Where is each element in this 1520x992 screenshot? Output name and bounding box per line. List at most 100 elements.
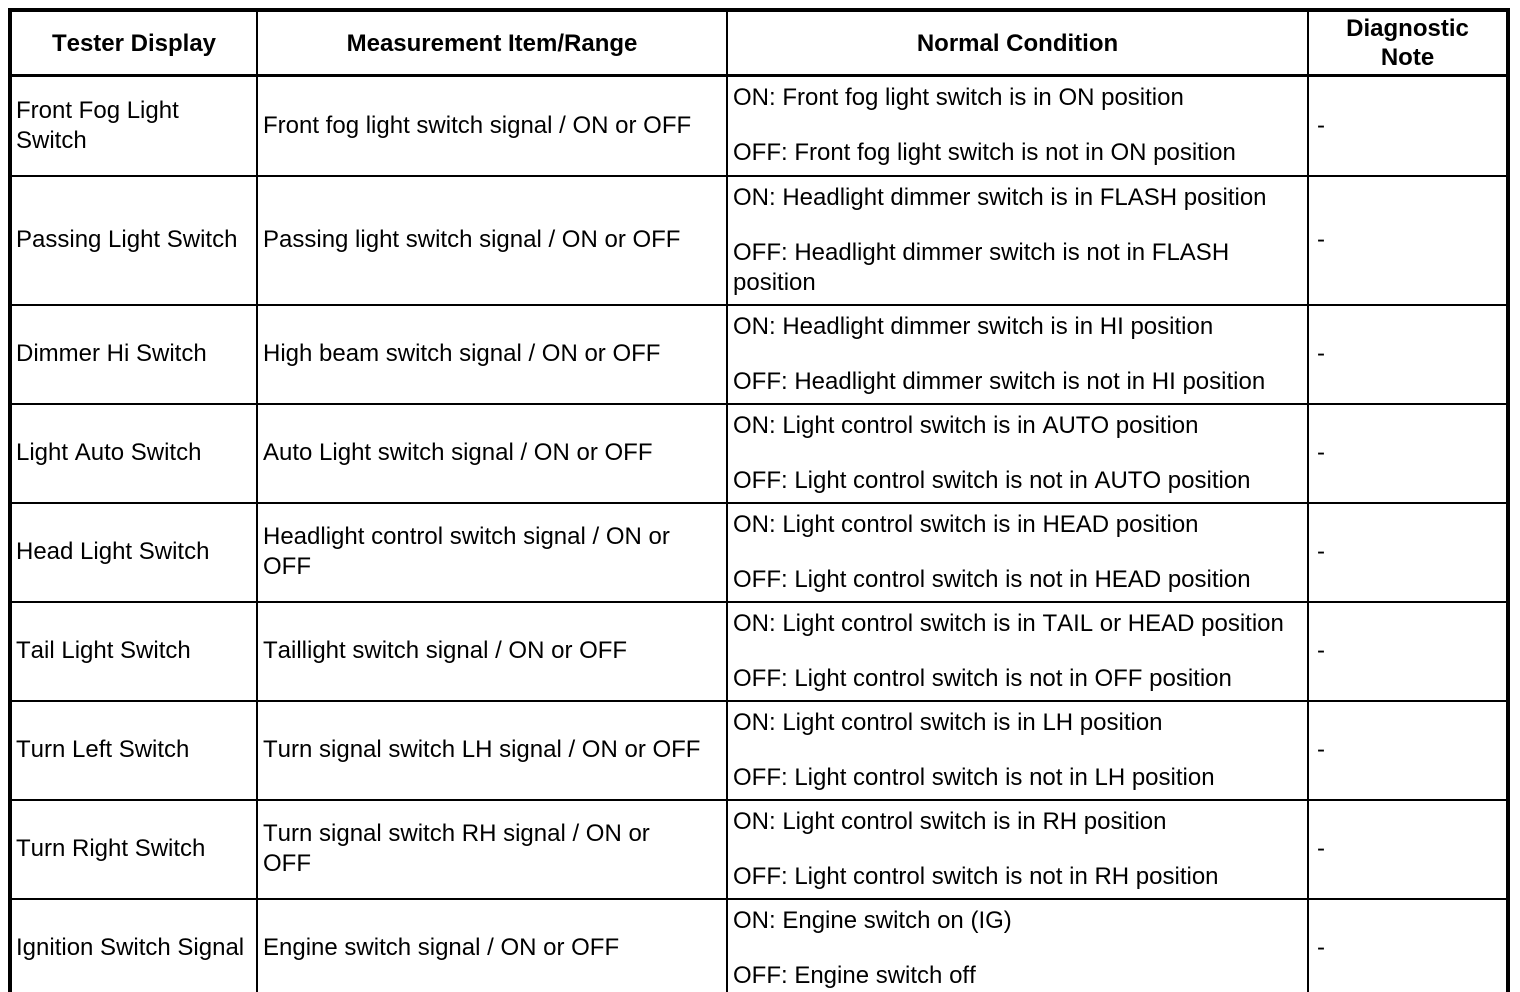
measurement-text: Taillight switch signal / ON or OFF <box>263 637 628 664</box>
condition-on-text: ON: Front fog light switch is in ON posi… <box>733 84 1184 112</box>
tester-display-text: Front Fog Light Switch <box>16 96 179 154</box>
diagnostic-note-text: - <box>1317 111 1325 139</box>
table-row: Light Auto Switch Auto Light switch sign… <box>9 402 1509 504</box>
measurement-text: Turn signal switch LH signal / ON or OFF <box>263 736 701 763</box>
header-tester-display: Tester Display <box>9 9 258 77</box>
header-normal-condition-label: Normal Condition <box>916 29 1119 57</box>
measurement-text: Front fog light switch signal / ON or OF… <box>263 111 692 139</box>
diagnostic-note-text: - <box>1317 340 1325 367</box>
tester-display-cell: Ignition Switch Signal <box>9 897 258 992</box>
tester-display-text: Ignition Switch Signal <box>16 934 245 961</box>
normal-condition-cell: ON: Engine switch on (IG) OFF: Engine sw… <box>726 897 1309 992</box>
measurement-cell: Front fog light switch signal / ON or OF… <box>256 74 728 177</box>
condition-off-text: OFF: Engine switch off <box>733 961 976 989</box>
header-diagnostic-note: Diagnostic Note <box>1307 9 1509 77</box>
normal-condition-cell: ON: Headlight dimmer switch is in FLASH … <box>726 174 1309 306</box>
header-measurement: Measurement Item/Range <box>256 9 728 77</box>
tester-display-text: Head Light Switch <box>16 538 210 565</box>
tester-display-cell: Light Auto Switch <box>9 402 258 504</box>
condition-on-text: ON: Light control switch is in AUTO posi… <box>733 411 1199 439</box>
diagnostic-note-cell: - <box>1307 798 1509 900</box>
measurement-text: Turn signal switch RH signal / ON or OFF <box>263 820 650 877</box>
header-normal-condition: Normal Condition <box>726 9 1309 77</box>
normal-condition-cell: ON: Light control switch is in LH positi… <box>726 699 1309 801</box>
diagnostic-note-cell: - <box>1307 402 1509 504</box>
condition-off-text: OFF: Front fog light switch is not in ON… <box>733 139 1236 167</box>
diagnostic-note-text: - <box>1317 835 1325 862</box>
condition-on-text: ON: Light control switch is in RH positi… <box>733 807 1167 835</box>
measurement-cell: Taillight switch signal / ON or OFF <box>256 600 728 702</box>
normal-condition-cell: ON: Light control switch is in TAIL or H… <box>726 600 1309 702</box>
condition-on-text: ON: Headlight dimmer switch is in HI pos… <box>733 312 1214 340</box>
measurement-cell: Turn signal switch LH signal / ON or OFF <box>256 699 728 801</box>
table-row: Ignition Switch Signal Engine switch sig… <box>9 897 1509 992</box>
tester-display-cell: Front Fog Light Switch <box>9 74 258 177</box>
diagnostic-note-text: - <box>1317 934 1325 961</box>
table-row: Tail Light Switch Taillight switch signa… <box>9 600 1509 702</box>
measurement-cell: Turn signal switch RH signal / ON or OFF <box>256 798 728 900</box>
tester-display-cell: Turn Right Switch <box>9 798 258 900</box>
tester-display-cell: Tail Light Switch <box>9 600 258 702</box>
diagnostic-note-cell: - <box>1307 303 1509 405</box>
diagnostic-note-text: - <box>1317 736 1325 763</box>
normal-condition-cell: ON: Front fog light switch is in ON posi… <box>726 74 1309 177</box>
tester-display-text: Passing Light Switch <box>16 226 238 253</box>
measurement-cell: Auto Light switch signal / ON or OFF <box>256 402 728 504</box>
diagnostic-note-cell: - <box>1307 74 1509 177</box>
tester-display-cell: Dimmer Hi Switch <box>9 303 258 405</box>
measurement-cell: Headlight control switch signal / ON or … <box>256 501 728 603</box>
diagnostic-note-text: - <box>1317 226 1325 253</box>
diagnostic-table: Tester Display Measurement Item/Range No… <box>8 8 1510 992</box>
table-row: Front Fog Light Switch Front fog light s… <box>9 74 1509 177</box>
measurement-cell: High beam switch signal / ON or OFF <box>256 303 728 405</box>
condition-off-text: OFF: Light control switch is not in OFF … <box>733 664 1232 692</box>
condition-on-text: ON: Light control switch is in HEAD posi… <box>733 510 1199 538</box>
header-measurement-label: Measurement Item/Range <box>346 29 638 57</box>
table-row: Dimmer Hi Switch High beam switch signal… <box>9 303 1509 405</box>
measurement-text: Headlight control switch signal / ON or … <box>263 523 670 580</box>
condition-off-text: OFF: Light control switch is not in LH p… <box>733 763 1215 791</box>
measurement-text: Auto Light switch signal / ON or OFF <box>263 439 653 466</box>
tester-display-text: Dimmer Hi Switch <box>16 340 207 367</box>
condition-on-text: ON: Headlight dimmer switch is in FLASH … <box>733 183 1267 211</box>
header-tester-display-label: Tester Display <box>51 29 217 57</box>
diagnostic-note-text: - <box>1317 538 1325 565</box>
table-row: Turn Left Switch Turn signal switch LH s… <box>9 699 1509 801</box>
tester-display-text: Light Auto Switch <box>16 439 202 466</box>
diagnostic-note-cell: - <box>1307 501 1509 603</box>
condition-on-text: ON: Light control switch is in LH positi… <box>733 708 1163 736</box>
condition-off-text: OFF: Light control switch is not in RH p… <box>733 862 1219 890</box>
tester-display-cell: Turn Left Switch <box>9 699 258 801</box>
diagnostic-note-cell: - <box>1307 699 1509 801</box>
measurement-text: Engine switch signal / ON or OFF <box>263 934 620 961</box>
table-row: Head Light Switch Headlight control swit… <box>9 501 1509 603</box>
measurement-cell: Engine switch signal / ON or OFF <box>256 897 728 992</box>
diagnostic-note-cell: - <box>1307 174 1509 306</box>
tester-display-text: Turn Right Switch <box>16 835 206 862</box>
condition-on-text: ON: Light control switch is in TAIL or H… <box>733 609 1284 637</box>
diagnostic-note-cell: - <box>1307 897 1509 992</box>
normal-condition-cell: ON: Light control switch is in HEAD posi… <box>726 501 1309 603</box>
table-row: Turn Right Switch Turn signal switch RH … <box>9 798 1509 900</box>
diagnostic-note-text: - <box>1317 439 1325 466</box>
normal-condition-cell: ON: Light control switch is in AUTO posi… <box>726 402 1309 504</box>
diagnostic-note-text: - <box>1317 637 1325 664</box>
header-diagnostic-note-label: Diagnostic Note <box>1346 15 1469 71</box>
tester-display-cell: Head Light Switch <box>9 501 258 603</box>
normal-condition-cell: ON: Headlight dimmer switch is in HI pos… <box>726 303 1309 405</box>
condition-off-text: OFF: Light control switch is not in HEAD… <box>733 565 1251 593</box>
tester-display-cell: Passing Light Switch <box>9 174 258 306</box>
header-row: Tester Display Measurement Item/Range No… <box>9 9 1509 77</box>
table-row: Passing Light Switch Passing light switc… <box>9 174 1509 306</box>
normal-condition-cell: ON: Light control switch is in RH positi… <box>726 798 1309 900</box>
condition-off-text: OFF: Headlight dimmer switch is not in F… <box>733 238 1230 296</box>
measurement-cell: Passing light switch signal / ON or OFF <box>256 174 728 306</box>
condition-off-text: OFF: Headlight dimmer switch is not in H… <box>733 367 1266 395</box>
measurement-text: Passing light switch signal / ON or OFF <box>263 226 681 253</box>
measurement-text: High beam switch signal / ON or OFF <box>263 340 661 367</box>
condition-on-text: ON: Engine switch on (IG) <box>733 906 1012 934</box>
tester-display-text: Tail Light Switch <box>16 637 191 664</box>
diagnostic-note-cell: - <box>1307 600 1509 702</box>
tester-display-text: Turn Left Switch <box>16 736 190 763</box>
